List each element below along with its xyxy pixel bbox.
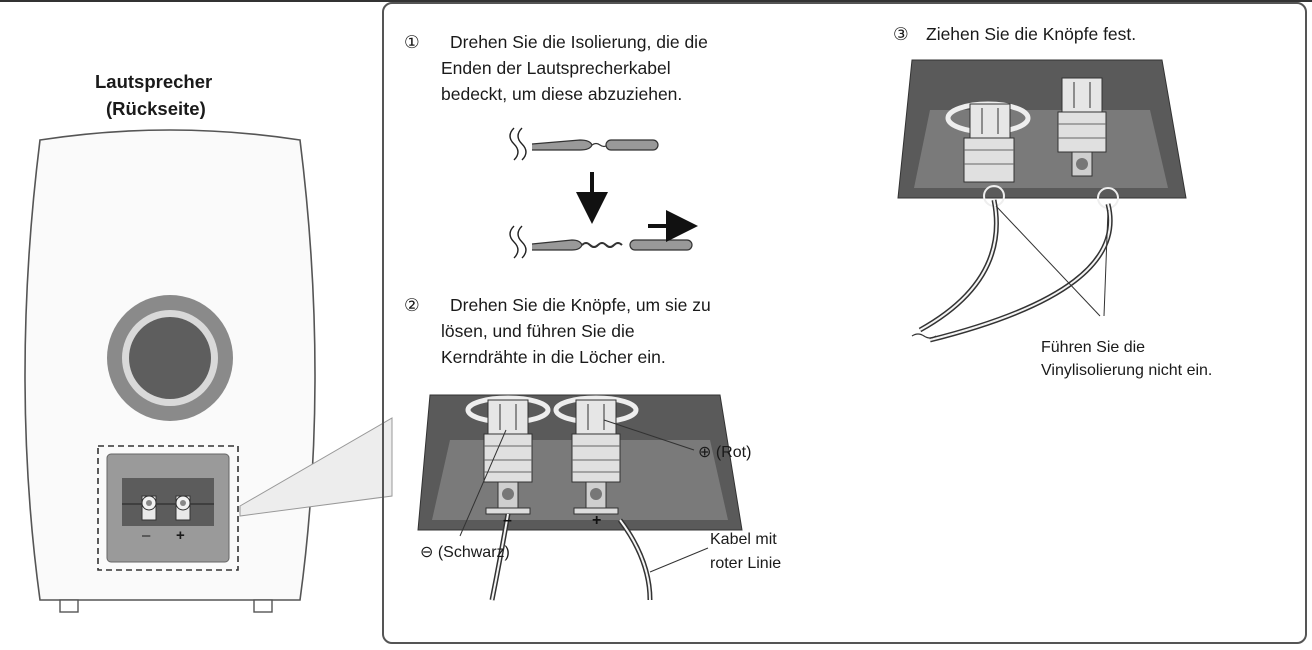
bass-port: [107, 295, 233, 421]
label-no-vinyl-1: Führen Sie die: [1041, 339, 1146, 356]
label-red-line-cable-2: roter Linie: [710, 555, 782, 572]
speaker-terminal-plus: +: [176, 527, 185, 544]
step2-line3: Kerndrähte in die Löcher ein.: [441, 347, 666, 367]
terminal-block-step2: [417, 394, 743, 601]
step2-number: ②: [404, 295, 420, 315]
speaker-title-line1: Lautsprecher: [95, 71, 213, 92]
terminal-block-step3: [897, 59, 1187, 343]
steps-frame: [382, 2, 1307, 644]
step3-number: ③: [893, 24, 909, 44]
step2-line2: lösen, und führen Sie die: [441, 321, 635, 341]
label-terminal-plus: +: [592, 512, 602, 529]
label-black-terminal: ⊖ (Schwarz): [420, 544, 510, 561]
label-red-terminal: ⊕ (Rot): [698, 444, 752, 461]
label-terminal-minus: –: [503, 512, 512, 529]
wire-before: [509, 127, 659, 161]
label-no-vinyl-2: Vinylisolierung nicht ein.: [1041, 362, 1213, 379]
label-red-line-cable-1: Kabel mit: [710, 531, 777, 548]
step1-number: ①: [404, 32, 420, 52]
terminal-plate: [97, 445, 239, 571]
wire-after: [509, 225, 693, 259]
step1-line3: bedeckt, um diese abzuziehen.: [441, 84, 683, 104]
zoom-connector: [239, 417, 393, 517]
step3-line1: Ziehen Sie die Knöpfe fest.: [926, 24, 1137, 44]
speaker-title-line2: (Rückseite): [106, 98, 206, 119]
step2-line1: Drehen Sie die Knöpfe, um sie zu: [450, 295, 711, 315]
step1-line2: Enden der Lautsprecherkabel: [441, 58, 671, 78]
speaker-terminal-minus: –: [142, 527, 151, 544]
step1-line1: Drehen Sie die Isolierung, die die: [450, 32, 708, 52]
